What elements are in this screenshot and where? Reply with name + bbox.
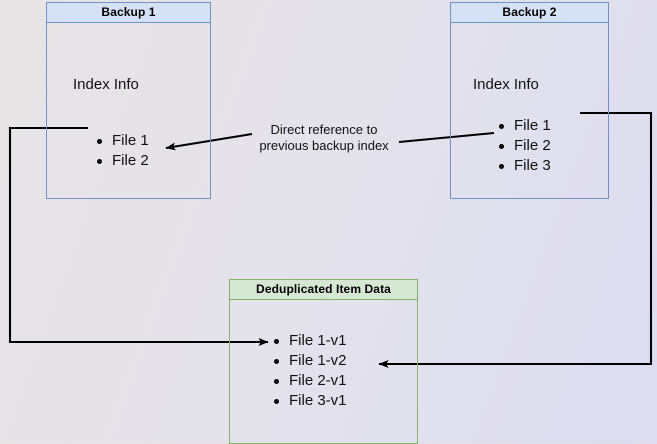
list-item: File 3 xyxy=(499,156,551,176)
list-item: File 2-v1 xyxy=(274,371,347,391)
list-item: File 1-v2 xyxy=(274,351,347,371)
list-item: File 2 xyxy=(97,151,149,171)
list-item: File 3-v1 xyxy=(274,391,347,411)
node-backup-1-header: Backup 1 xyxy=(46,2,211,23)
deduplicated-file-list: File 1-v1 File 1-v2 File 2-v1 File 3-v1 xyxy=(274,331,347,411)
node-backup-2-header: Backup 2 xyxy=(450,2,609,23)
annotation-direct-reference: Direct reference to previous backup inde… xyxy=(259,122,389,153)
node-backup-1[interactable]: Backup 1 Index Info File 1 File 2 xyxy=(46,2,211,199)
backup-1-file-list: File 1 File 2 xyxy=(97,131,149,171)
backup-2-file-list: File 1 File 2 File 3 xyxy=(499,116,551,176)
list-item: File 1-v1 xyxy=(274,331,347,351)
node-deduplicated-header: Deduplicated Item Data xyxy=(229,279,418,300)
list-item: File 2 xyxy=(499,136,551,156)
node-deduplicated-body: File 1-v1 File 1-v2 File 2-v1 File 3-v1 xyxy=(229,300,418,444)
node-backup-2[interactable]: Backup 2 Index Info File 1 File 2 File 3 xyxy=(450,2,609,199)
node-backup-2-body: Index Info File 1 File 2 File 3 xyxy=(450,23,609,199)
backup-1-index-info-label: Index Info xyxy=(73,76,139,93)
node-deduplicated-item-data[interactable]: Deduplicated Item Data File 1-v1 File 1-… xyxy=(229,279,418,444)
list-item: File 1 xyxy=(97,131,149,151)
backup-2-index-info-label: Index Info xyxy=(473,76,539,93)
node-backup-1-body: Index Info File 1 File 2 xyxy=(46,23,211,199)
list-item: File 1 xyxy=(499,116,551,136)
